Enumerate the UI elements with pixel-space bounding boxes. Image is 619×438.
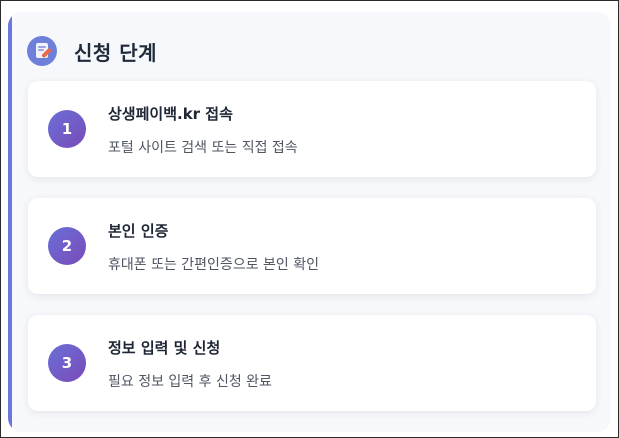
step-description: 필요 정보 입력 후 신청 완료 bbox=[108, 374, 272, 390]
step-title: 상생페이백.kr 접속 bbox=[108, 105, 233, 123]
step-number-badge: 3 bbox=[48, 344, 86, 382]
application-steps-panel: 신청 단계 1 상생페이백.kr 접속 포털 사이트 검색 또는 직접 접속 2… bbox=[8, 12, 611, 432]
step-title: 본인 인증 bbox=[108, 222, 169, 240]
step-number-badge: 2 bbox=[48, 227, 86, 265]
section-title: 신청 단계 bbox=[74, 40, 158, 65]
accent-bar bbox=[8, 12, 12, 432]
section-header: 신청 단계 bbox=[27, 35, 157, 67]
step-card-3: 3 정보 입력 및 신청 필요 정보 입력 후 신청 완료 bbox=[28, 315, 596, 411]
step-card-1: 1 상생페이백.kr 접속 포털 사이트 검색 또는 직접 접속 bbox=[28, 81, 596, 177]
step-title: 정보 입력 및 신청 bbox=[108, 339, 221, 357]
step-number-badge: 1 bbox=[48, 110, 86, 148]
step-description: 휴대폰 또는 간편인증으로 본인 확인 bbox=[108, 257, 319, 273]
document-pen-icon bbox=[27, 36, 57, 66]
step-description: 포털 사이트 검색 또는 직접 접속 bbox=[108, 140, 298, 156]
step-card-2: 2 본인 인증 휴대폰 또는 간편인증으로 본인 확인 bbox=[28, 198, 596, 294]
